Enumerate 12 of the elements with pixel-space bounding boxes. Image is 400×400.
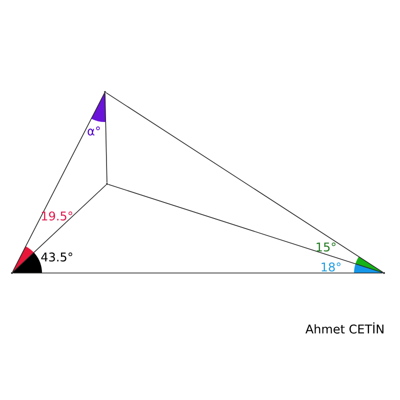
angle-label: 15° xyxy=(316,242,336,252)
line-segment xyxy=(12,92,105,272)
line-segment xyxy=(12,184,106,273)
author-name: Ahmet CETİN xyxy=(305,322,384,334)
line-segment xyxy=(104,92,108,184)
angle-label: 43.5° xyxy=(41,252,72,262)
angle-label: 18° xyxy=(322,262,340,272)
line-segment xyxy=(12,272,384,274)
angle-label: 19.5° xyxy=(42,211,72,221)
line-segment xyxy=(106,92,384,273)
angle-label: α° xyxy=(88,126,100,136)
line-segment xyxy=(108,184,384,274)
